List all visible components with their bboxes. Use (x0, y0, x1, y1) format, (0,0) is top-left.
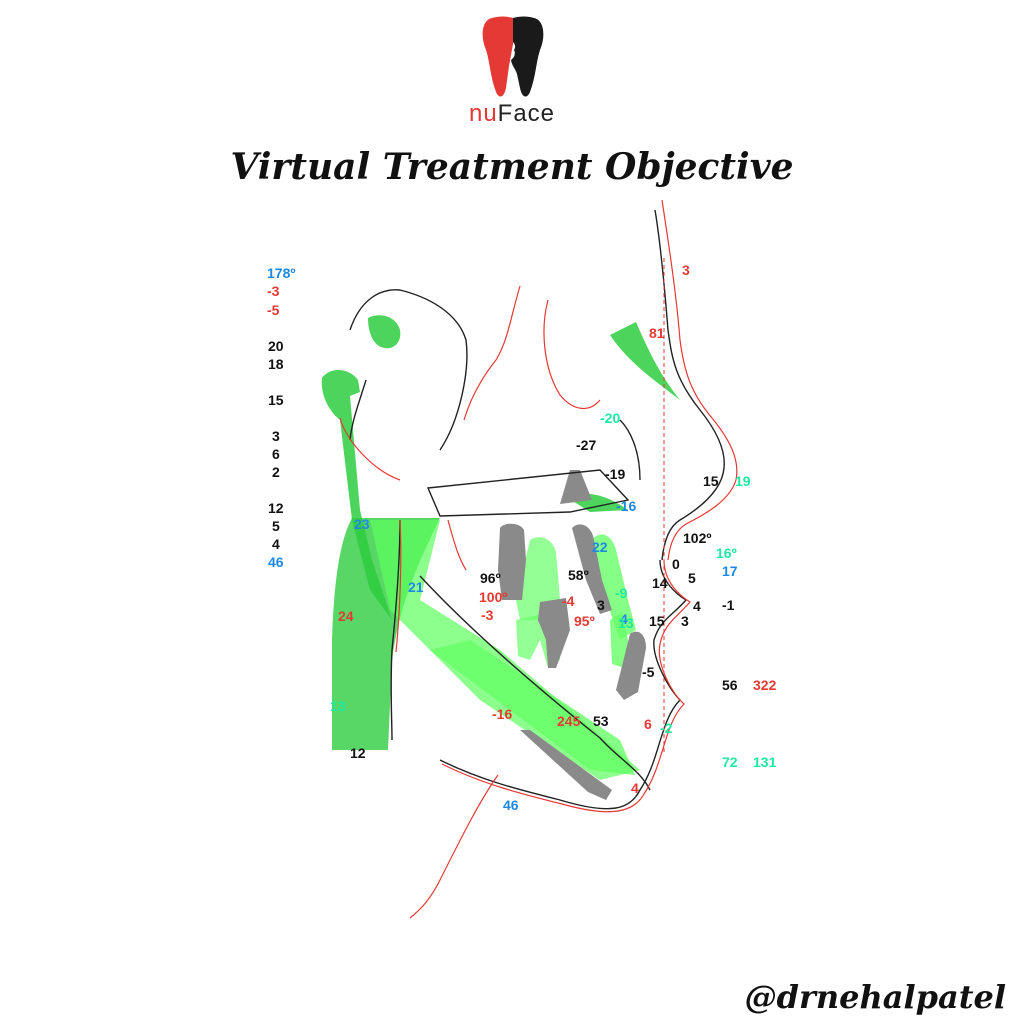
measurement-label: 102º (683, 530, 712, 546)
measurement-label: 95º (574, 613, 595, 629)
left-measurement: 15 (268, 392, 284, 408)
measurement-label: 14 (652, 575, 668, 591)
left-measurement: 12 (268, 500, 284, 516)
treatment-tracing (339, 199, 738, 919)
measurement-label: 100º (479, 589, 508, 605)
measurement-label: 12 (350, 745, 366, 761)
measurement-label: 15 (703, 473, 719, 489)
left-measurement: 6 (272, 446, 280, 462)
upper-molar-green (516, 537, 560, 620)
upper-molar-gray (498, 523, 526, 600)
left-measurement: -3 (267, 283, 280, 299)
measurement-label: 3 (597, 597, 605, 613)
nasal-region (610, 322, 680, 400)
measurement-label: -1 (722, 597, 735, 613)
left-measurement: 18 (268, 356, 284, 372)
mandible-lower-region (430, 640, 635, 775)
brand-name-part1: nu (468, 100, 498, 127)
measurement-label: 24 (338, 608, 354, 624)
brand-name: nuFace (0, 100, 1024, 128)
measurement-label: 19 (735, 473, 751, 489)
left-measurement: 178º (267, 265, 296, 281)
measurement-label: 72 (722, 754, 738, 770)
measurement-label: 3 (681, 613, 689, 629)
measurement-label: -20 (600, 410, 621, 426)
original-shapes (498, 470, 646, 800)
measurement-label: 58º (568, 567, 589, 583)
measurement-label: -4 (562, 593, 575, 609)
measurement-label: 15 (649, 613, 665, 629)
measurement-label: 0 (672, 556, 680, 572)
measurement-label: 16º (716, 545, 737, 561)
condyle-region (321, 369, 392, 620)
measurement-label: -16 (616, 498, 637, 514)
upper-incisor-gray (572, 524, 612, 614)
mandible-gray (520, 730, 612, 800)
measurement-label: 22 (592, 539, 608, 555)
measurement-label: -2 (660, 720, 673, 736)
left-measurement: 46 (268, 554, 284, 570)
measurement-label: 131 (753, 754, 777, 770)
left-measurement: 20 (268, 338, 284, 354)
measurement-label: -5 (642, 664, 655, 680)
measurement-label: -27 (576, 437, 597, 453)
measurement-label: 23 (354, 516, 370, 532)
lower-incisor-gray (616, 631, 646, 700)
tooth-face-logo-icon (482, 14, 544, 100)
measurement-label: 4 (631, 780, 639, 796)
measurement-label: 245 (557, 713, 581, 729)
page-title: Virtual Treatment Objective (230, 146, 794, 188)
measurement-label: 53 (593, 713, 609, 729)
measurement-label: 4 (693, 598, 701, 614)
measurement-label: -3 (481, 607, 494, 623)
upper-incisor-green (592, 534, 636, 640)
measurement-label: 17 (722, 563, 738, 579)
measurement-label: 322 (753, 677, 777, 693)
measurement-label: 96º (480, 570, 501, 586)
measurement-label: 4 (620, 611, 628, 627)
author-handle: @drnehalpatel (744, 978, 1006, 1016)
measurement-label: 56 (722, 677, 738, 693)
sella-region (368, 315, 401, 349)
measurement-label: -16 (492, 706, 513, 722)
brand-name-part2: Face (497, 100, 556, 127)
measurement-label: 5 (688, 570, 696, 586)
measurement-label: 21 (408, 579, 424, 595)
palate-gray (560, 470, 592, 504)
measurement-label: 6 (644, 716, 652, 732)
measurement-label: 13 (330, 698, 346, 714)
left-measurement: 3 (272, 428, 280, 444)
lower-molar-gray (538, 598, 570, 668)
original-tracing (349, 209, 725, 810)
measurement-label: -9 (615, 585, 628, 601)
left-measurement: -5 (267, 302, 280, 318)
measurement-label: -19 (605, 466, 626, 482)
left-measurement: 5 (272, 518, 280, 534)
left-measurement: 2 (272, 464, 280, 480)
measurement-label: 81 (649, 325, 665, 341)
measurement-label: 3 (682, 262, 690, 278)
left-measurement: 4 (272, 536, 280, 552)
measurement-label: 46 (503, 797, 519, 813)
measurement-label: 13 (618, 615, 634, 631)
